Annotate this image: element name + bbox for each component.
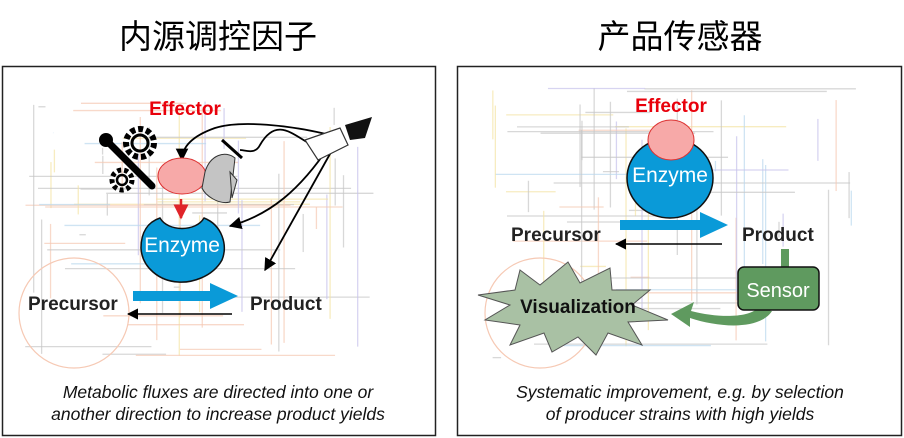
enzyme-label: Enzyme <box>632 164 708 187</box>
left-panel: 内源调控因子 Effector Enzyme Precursor Product <box>1 17 437 437</box>
effector-molecule <box>157 157 207 195</box>
effector-label: Effector <box>635 96 707 117</box>
sensor-box <box>737 266 820 311</box>
gear-wrench-icon <box>99 126 157 193</box>
right-caption-line2: of producer strains with high yields <box>546 404 815 424</box>
left-panel-title: 内源调控因子 <box>119 17 317 56</box>
forward-flux-arrow <box>133 283 238 309</box>
product-arrow <box>264 144 336 272</box>
product-label: Product <box>742 225 814 246</box>
sensor-feedback-arrow <box>671 302 772 327</box>
sensor-label: Sensor <box>746 280 810 302</box>
visualization-label: Visualization <box>520 297 636 318</box>
right-panel: 产品传感器 Effector Enzyme Precursor Product … <box>456 17 903 437</box>
precursor-label: Precursor <box>511 225 601 246</box>
metabolic-network-background <box>18 101 374 369</box>
effector-label: Effector <box>149 99 221 120</box>
left-caption-line2: another direction to increase product yi… <box>51 404 385 424</box>
enzyme-shape <box>140 217 225 283</box>
precursor-label: Precursor <box>28 294 118 315</box>
right-panel-title: 产品传感器 <box>598 17 763 56</box>
sensor-connector <box>781 249 789 267</box>
forward-flux-arrow <box>620 212 728 238</box>
enzyme-label: Enzyme <box>144 234 220 257</box>
product-label: Product <box>250 294 322 315</box>
visualization-starburst <box>477 261 669 356</box>
effector-molecule <box>647 119 695 161</box>
inhibition-bar <box>220 138 244 160</box>
activation-arrow <box>175 123 331 162</box>
inhibitor-molecule <box>201 153 236 204</box>
drug-injector-icon <box>304 117 372 161</box>
right-caption-line1: Systematic improvement, e.g. by selectio… <box>516 382 844 402</box>
left-caption-line1: Metabolic fluxes are directed into one o… <box>63 382 374 402</box>
